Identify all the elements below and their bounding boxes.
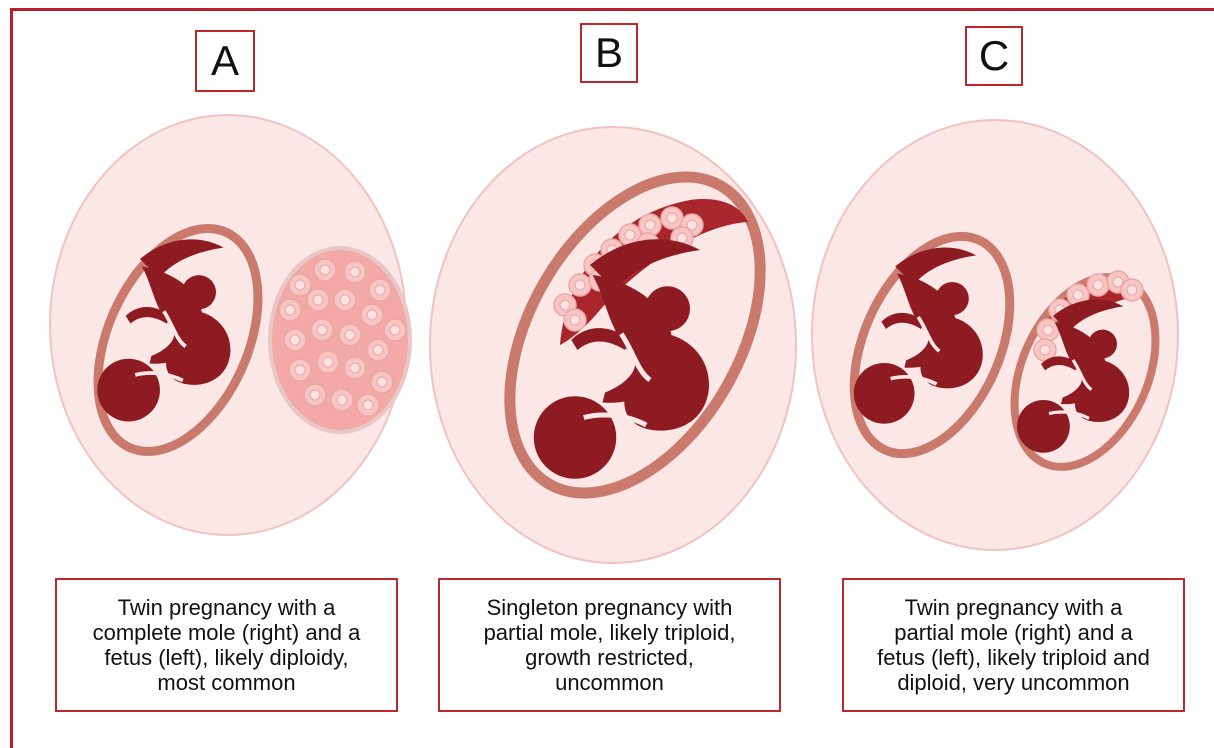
caption-line: diploid, very uncommon — [877, 670, 1150, 695]
complete-mole — [270, 248, 410, 432]
panel-b-label: B — [580, 23, 638, 83]
panel-b-caption: Singleton pregnancy with partial mole, l… — [438, 578, 781, 712]
caption-line: Twin pregnancy with a — [93, 595, 361, 620]
panel-c-caption: Twin pregnancy with a partial mole (righ… — [842, 578, 1185, 712]
caption-line: fetus (left), likely diploidy, — [93, 645, 361, 670]
caption-line: growth restricted, — [484, 645, 736, 670]
panel-a-caption: Twin pregnancy with a complete mole (rig… — [55, 578, 398, 712]
caption-line: complete mole (right) and a — [93, 620, 361, 645]
caption-line: partial mole, likely triploid, — [484, 620, 736, 645]
panel-a-label: A — [195, 30, 255, 92]
panel-a-illustration — [50, 115, 410, 535]
panel-b-illustration — [430, 127, 812, 563]
panel-c-label: C — [965, 26, 1023, 86]
caption-line: most common — [93, 670, 361, 695]
caption-line: uncommon — [484, 670, 736, 695]
panel-c-illustration — [812, 120, 1183, 550]
caption-line: Singleton pregnancy with — [484, 595, 736, 620]
caption-line: Twin pregnancy with a — [877, 595, 1150, 620]
caption-line: partial mole (right) and a — [877, 620, 1150, 645]
caption-line: fetus (left), likely triploid and — [877, 645, 1150, 670]
